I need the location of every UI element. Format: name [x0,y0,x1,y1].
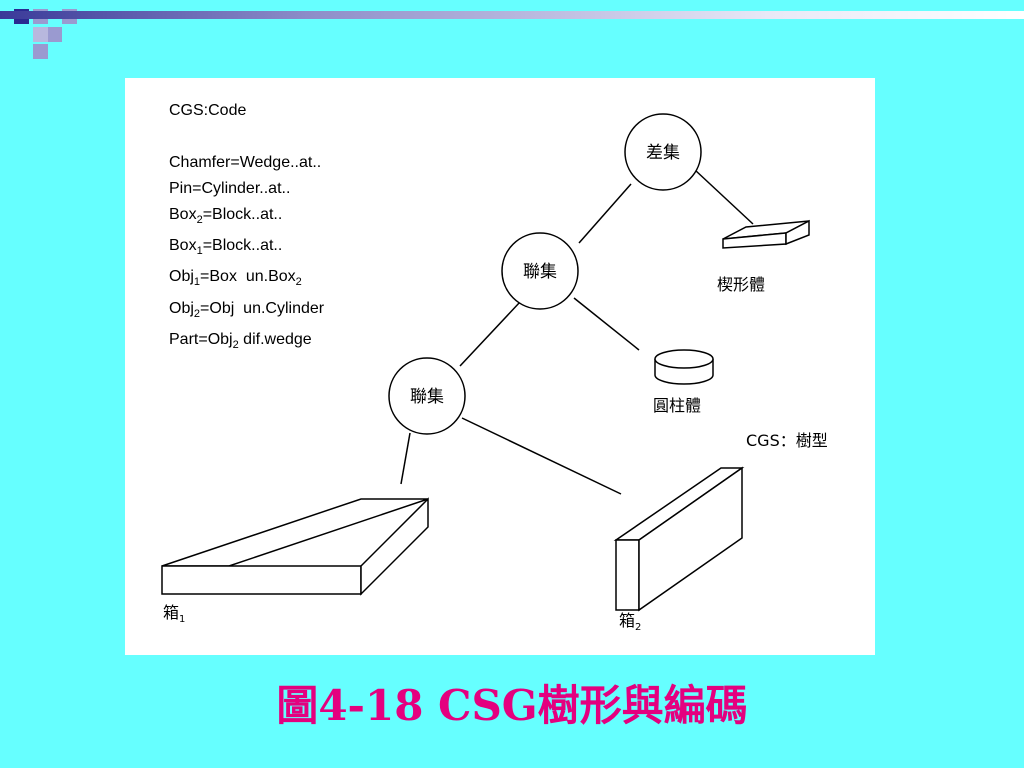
cylinder-label: 圓柱體 [653,396,701,415]
edge-root-union-top [578,183,632,244]
tree-type-label: CGS：樹型 [746,431,828,450]
edge-union-bottom-box2 [461,417,622,495]
node-union-bottom-label: 聯集 [410,387,444,407]
box2-label-sub: 2 [635,622,641,633]
code-spacer [169,124,324,150]
edge-root-wedge [694,169,754,225]
node-difference-label: 差集 [646,143,680,163]
code-line-obj2: Obj2=Obj un.Cylinder [169,299,325,320]
corner-square-light [48,27,62,42]
figure-caption: 圖4-18 CSG樹形與編碼 [276,681,748,730]
node-union-bottom [388,357,466,435]
csg-tree-diagram: 差集 聯集 聯集 楔形體 圓柱體 CGS：樹型 箱1 箱2 [161,113,828,633]
box1-label-text: 箱 [163,603,179,622]
box1-label-sub: 1 [179,614,185,625]
wedge-label: 楔形體 [717,275,765,294]
code-line-box2: Box2=Block..at.. [169,206,283,227]
box1-label: 箱1 [163,603,185,625]
edge-union-top-cylinder [573,297,640,351]
code-line-part: Part=Obj2 dif.wedge [169,330,312,351]
edge-union-bottom-box1 [400,432,411,485]
node-union-top-label: 聯集 [523,262,557,282]
code-line-chamfer: Chamfer=Wedge..at.. [169,154,322,171]
title-bar-decoration [0,11,1024,19]
corner-square-light [33,44,48,59]
code-line-obj1: Obj1=Box un.Box2 [169,268,302,289]
node-difference [624,113,702,191]
corner-square-light [33,27,48,42]
box2-label-text: 箱 [619,611,635,630]
code-line-pin: Pin=Cylinder..at.. [169,180,291,197]
cylinder-shape [654,349,714,385]
box1-shape [161,497,429,596]
csg-code-block: CGS:Code Chamfer=Wedge..at.. Pin=Cylinde… [169,98,324,358]
edge-union-top-union-bottom [459,301,521,367]
code-title: CGS:Code [169,102,247,119]
box2-shape [613,466,745,612]
code-line-box1: Box1=Block..at.. [169,237,283,258]
box2-label: 箱2 [619,611,641,633]
csg-figure: 差集 聯集 聯集 楔形體 圓柱體 CGS：樹型 箱1 箱2 CGS:Code C… [125,78,875,655]
node-union-top [501,232,579,310]
wedge-shape [722,219,810,249]
